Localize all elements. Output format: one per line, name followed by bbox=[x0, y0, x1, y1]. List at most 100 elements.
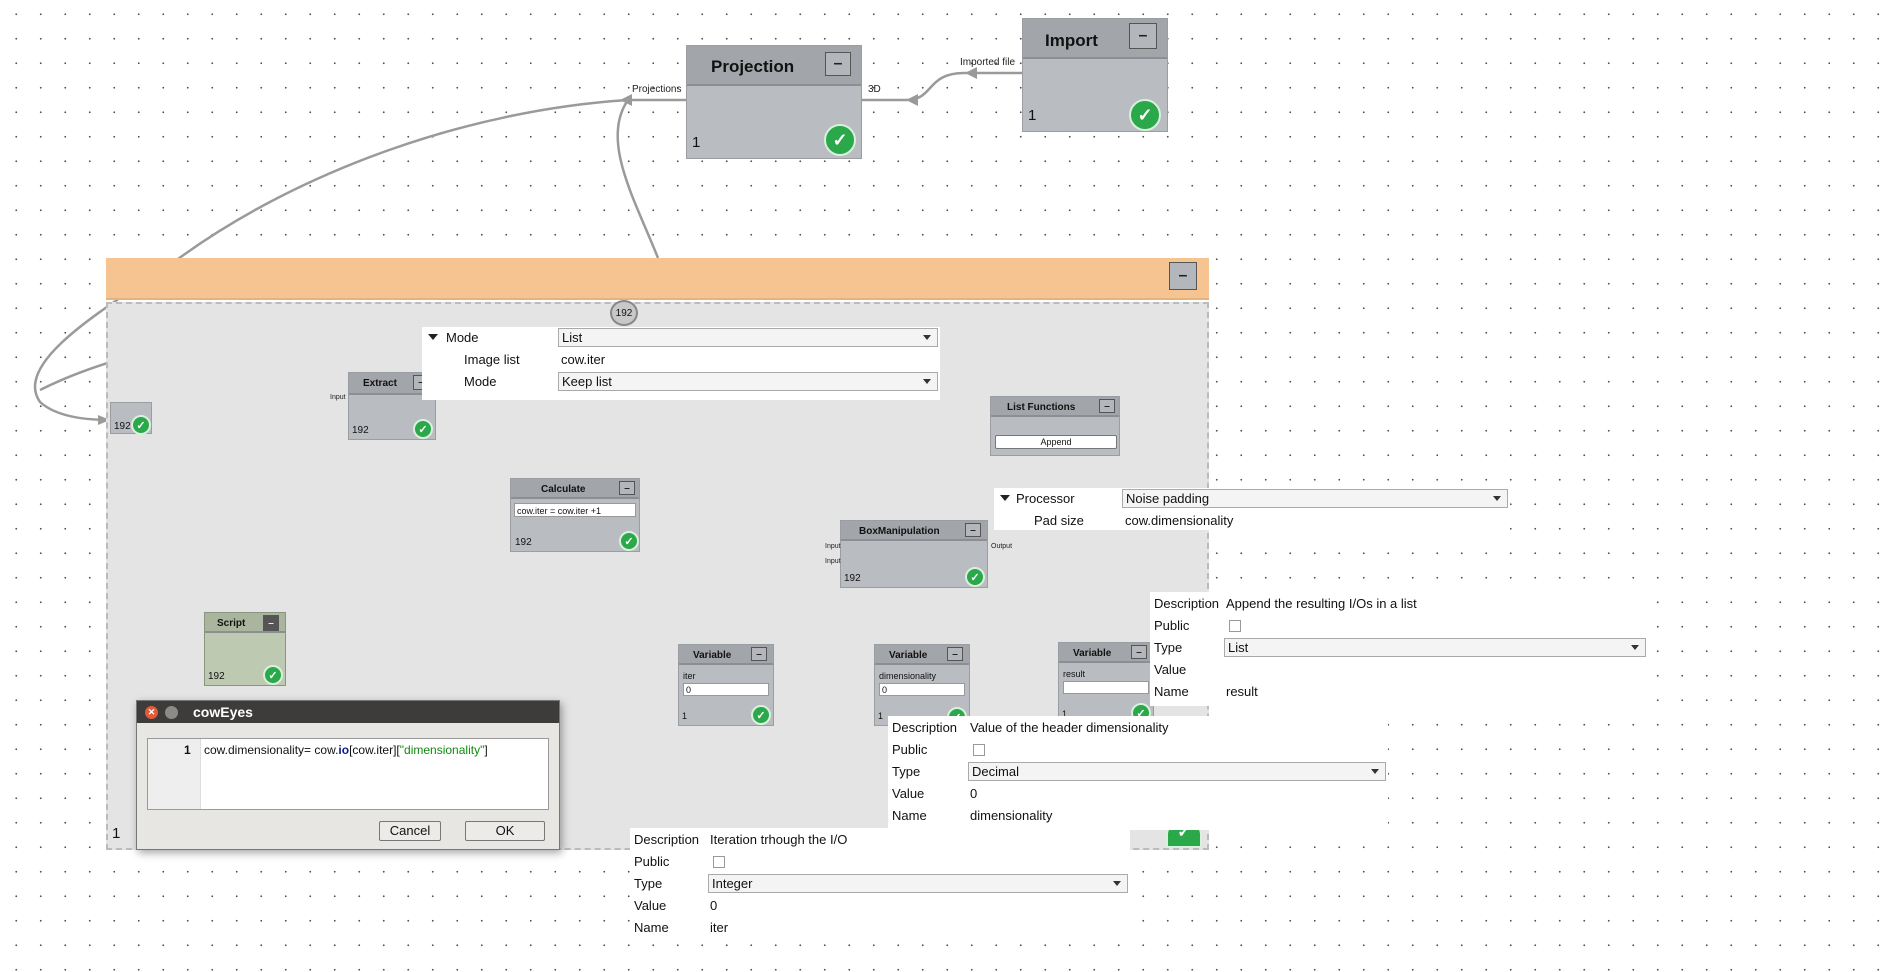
variable-iter-value-field[interactable]: 0 bbox=[683, 683, 769, 696]
extract-input-label: Input bbox=[330, 394, 346, 401]
iter-properties-panel: Description Iteration trhough the I/O Pu… bbox=[630, 828, 1130, 942]
mode-select-value: List bbox=[562, 330, 583, 345]
result-public-checkbox[interactable] bbox=[1229, 620, 1241, 632]
extract-title: Extract bbox=[363, 378, 397, 389]
dim-value-label: Value bbox=[892, 786, 925, 801]
dim-type-select[interactable]: Decimal bbox=[968, 762, 1386, 781]
box-properties-panel: Processor Noise padding Pad size cow.dim… bbox=[994, 488, 1510, 530]
variable-dimensionality-name: dimensionality bbox=[879, 671, 937, 681]
group-header[interactable]: – bbox=[106, 258, 1209, 300]
iter-type-value: Integer bbox=[712, 876, 753, 891]
result-description-value[interactable]: Append the resulting I/Os in a list bbox=[1226, 596, 1417, 611]
mode-label: Mode bbox=[446, 330, 479, 345]
box-input-label-1: Input bbox=[825, 543, 841, 550]
iter-name-label: Name bbox=[634, 920, 669, 935]
iter-description-value[interactable]: Iteration trhough the I/O bbox=[710, 832, 848, 847]
append-button[interactable]: Append bbox=[995, 435, 1117, 449]
minus-icon[interactable]: – bbox=[1129, 23, 1157, 49]
projection-title: Projection bbox=[711, 57, 795, 76]
variable-iter-title: Variable bbox=[693, 650, 732, 661]
projection-node[interactable]: Projection – 1 ✓ bbox=[686, 45, 862, 159]
variable-result-value-field[interactable] bbox=[1063, 681, 1149, 694]
iter-type-label: Type bbox=[634, 876, 663, 891]
minus-icon[interactable]: – bbox=[751, 647, 767, 661]
group-count: 1 bbox=[112, 825, 121, 842]
minus-icon[interactable]: – bbox=[263, 615, 279, 631]
calculate-expression-field[interactable]: cow.iter = cow.iter +1 bbox=[514, 503, 636, 517]
iter-value-value[interactable]: 0 bbox=[710, 898, 718, 913]
list-functions-node[interactable]: List Functions – Append bbox=[990, 396, 1120, 456]
check-icon: ✓ bbox=[619, 531, 639, 551]
processor-select-value: Noise padding bbox=[1126, 491, 1210, 506]
code-keyword: io bbox=[338, 743, 350, 757]
dim-description-value[interactable]: Value of the header dimensionality bbox=[970, 720, 1169, 735]
processor-select[interactable]: Noise padding bbox=[1122, 489, 1508, 508]
calculate-node[interactable]: Calculate – cow.iter = cow.iter +1 192 ✓ bbox=[510, 478, 640, 552]
image-list-value[interactable]: cow.iter bbox=[561, 352, 606, 367]
minus-icon[interactable]: – bbox=[825, 52, 851, 76]
check-icon: ✓ bbox=[824, 124, 856, 156]
iter-name-value[interactable]: iter bbox=[710, 920, 729, 935]
minus-icon[interactable]: – bbox=[965, 523, 981, 537]
extract-node[interactable]: Extract – 192 ✓ bbox=[348, 372, 436, 440]
line-number-gutter bbox=[148, 739, 201, 809]
calculate-title: Calculate bbox=[541, 484, 586, 495]
minus-icon[interactable]: – bbox=[947, 647, 963, 661]
check-icon: ✓ bbox=[131, 415, 151, 435]
collapse-arrow-icon[interactable] bbox=[428, 334, 438, 340]
dim-name-value[interactable]: dimensionality bbox=[970, 808, 1053, 823]
result-value-label: Value bbox=[1154, 662, 1187, 677]
chevron-down-icon bbox=[1493, 496, 1501, 501]
result-name-value[interactable]: result bbox=[1226, 684, 1258, 699]
minus-icon[interactable]: – bbox=[1131, 645, 1147, 659]
iter-public-checkbox[interactable] bbox=[713, 856, 725, 868]
box-manipulation-title: BoxManipulation bbox=[859, 526, 940, 537]
minus-icon[interactable]: – bbox=[619, 481, 635, 495]
variable-dimensionality-value-field[interactable]: 0 bbox=[879, 683, 965, 696]
check-icon: ✓ bbox=[1129, 99, 1161, 131]
collapse-arrow-icon[interactable] bbox=[1000, 495, 1010, 501]
script-dialog[interactable]: ✕ cowEyes 1 cow.dimensionality= cow.io[c… bbox=[136, 700, 560, 850]
loop-entry-node[interactable]: 192 ✓ bbox=[110, 402, 152, 435]
result-type-select[interactable]: List bbox=[1224, 638, 1646, 657]
variable-result-count: 1 bbox=[1062, 709, 1068, 719]
dim-public-checkbox[interactable] bbox=[973, 744, 985, 756]
variable-result-node[interactable]: Variable – result 1 ✓ bbox=[1058, 642, 1154, 724]
minus-icon[interactable]: – bbox=[1169, 262, 1197, 290]
import-node[interactable]: Import – 1 ✓ bbox=[1022, 18, 1168, 132]
iter-type-select[interactable]: Integer bbox=[708, 874, 1128, 893]
mode2-select[interactable]: Keep list bbox=[558, 372, 938, 391]
line-number: 1 bbox=[184, 743, 191, 757]
minimize-icon[interactable] bbox=[165, 706, 178, 719]
pad-size-value[interactable]: cow.dimensionality bbox=[1125, 513, 1234, 528]
mode-select[interactable]: List bbox=[558, 328, 938, 347]
3d-port-label: 3D bbox=[868, 84, 881, 95]
check-icon: ✓ bbox=[413, 419, 433, 439]
mode2-label: Mode bbox=[464, 374, 497, 389]
code-text-3: ] bbox=[484, 743, 488, 757]
calculate-count: 192 bbox=[515, 537, 532, 548]
dialog-titlebar[interactable]: ✕ cowEyes bbox=[137, 701, 559, 723]
script-count: 192 bbox=[208, 671, 225, 682]
code-editor[interactable]: 1 cow.dimensionality= cow.io[cow.iter]["… bbox=[147, 738, 549, 810]
script-node[interactable]: Script – 192 ✓ bbox=[204, 612, 286, 686]
loop-counter-badge: 192 bbox=[610, 300, 638, 326]
result-public-label: Public bbox=[1154, 618, 1190, 633]
box-manipulation-node[interactable]: BoxManipulation – Input Input Output 192… bbox=[825, 520, 1012, 588]
loop-entry-count: 192 bbox=[114, 421, 131, 432]
projections-port-label: Projections bbox=[632, 84, 682, 95]
code-line[interactable]: cow.dimensionality= cow.io[cow.iter]["di… bbox=[204, 743, 488, 757]
check-icon: ✓ bbox=[965, 567, 985, 587]
dim-value-value[interactable]: 0 bbox=[970, 786, 978, 801]
iter-description-label: Description bbox=[634, 832, 700, 847]
ok-button[interactable]: OK bbox=[465, 821, 545, 841]
cancel-button[interactable]: Cancel bbox=[379, 821, 441, 841]
minus-icon[interactable]: – bbox=[1099, 399, 1115, 413]
variable-iter-node[interactable]: Variable – iter 0 1 ✓ bbox=[678, 644, 774, 726]
variable-dimensionality-node[interactable]: Variable – dimensionality 0 1 ✓ bbox=[874, 644, 970, 727]
processor-label: Processor bbox=[1016, 491, 1075, 506]
iter-value-label: Value bbox=[634, 898, 667, 913]
close-icon[interactable]: ✕ bbox=[145, 706, 158, 719]
dialog-title: cowEyes bbox=[193, 704, 253, 720]
mode2-select-value: Keep list bbox=[562, 374, 612, 389]
